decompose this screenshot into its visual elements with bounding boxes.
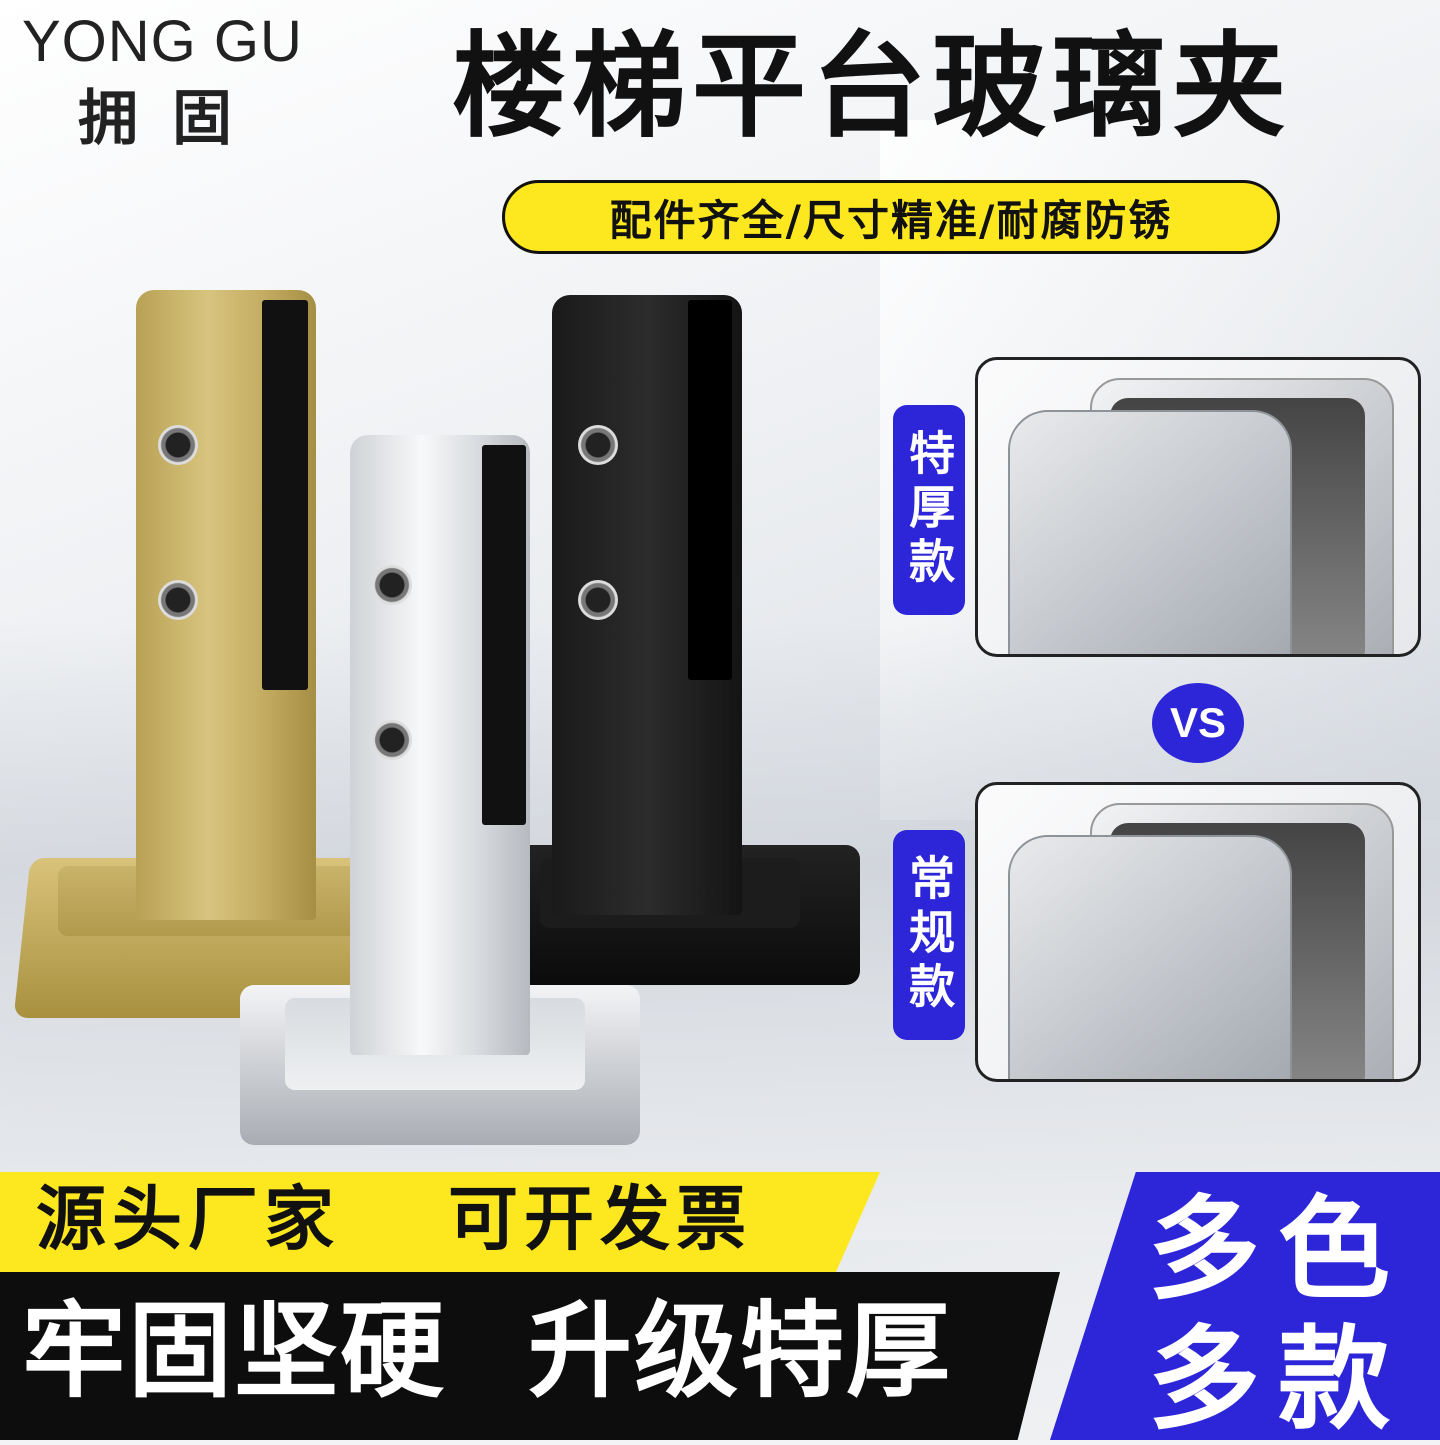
silver-clamp-slot xyxy=(482,445,526,825)
black-clamp-hole xyxy=(578,425,618,465)
multi-color-label: 多色 xyxy=(1148,1185,1408,1315)
normal-model-label: 常规款 xyxy=(893,830,965,1040)
normal-model-closeup xyxy=(975,782,1421,1082)
upgrade-thick-label: 升级特厚 xyxy=(528,1290,953,1412)
yellow-banner xyxy=(0,1172,880,1272)
silver-clamp-hole xyxy=(372,720,412,760)
gold-clamp-hole xyxy=(158,425,198,465)
black-banner xyxy=(0,1272,1060,1440)
vs-badge: VS xyxy=(1152,683,1244,763)
thick-model-closeup xyxy=(975,357,1421,657)
invoice-label: 可开发票 xyxy=(448,1178,752,1260)
brand-name-cn: 拥固 xyxy=(78,84,266,154)
page-title: 楼梯平台玻璃夹 xyxy=(452,20,1293,153)
tagline-badge: 配件齐全/尺寸精准/耐腐防锈 xyxy=(502,180,1280,254)
clamp-front-plate xyxy=(1008,835,1292,1079)
clamp-front-plate xyxy=(1008,410,1292,654)
black-clamp-hole xyxy=(578,580,618,620)
sturdy-label: 牢固坚硬 xyxy=(22,1290,447,1412)
multi-style-label: 多款 xyxy=(1148,1315,1408,1445)
gold-clamp-hole xyxy=(158,580,198,620)
black-clamp-slot xyxy=(688,300,732,680)
silver-clamp-hole xyxy=(372,565,412,605)
gold-clamp-slot xyxy=(262,300,308,690)
thick-model-label: 特厚款 xyxy=(893,405,965,615)
brand-name-en: YONG GU xyxy=(22,9,303,74)
source-factory-label: 源头厂家 xyxy=(36,1178,340,1260)
